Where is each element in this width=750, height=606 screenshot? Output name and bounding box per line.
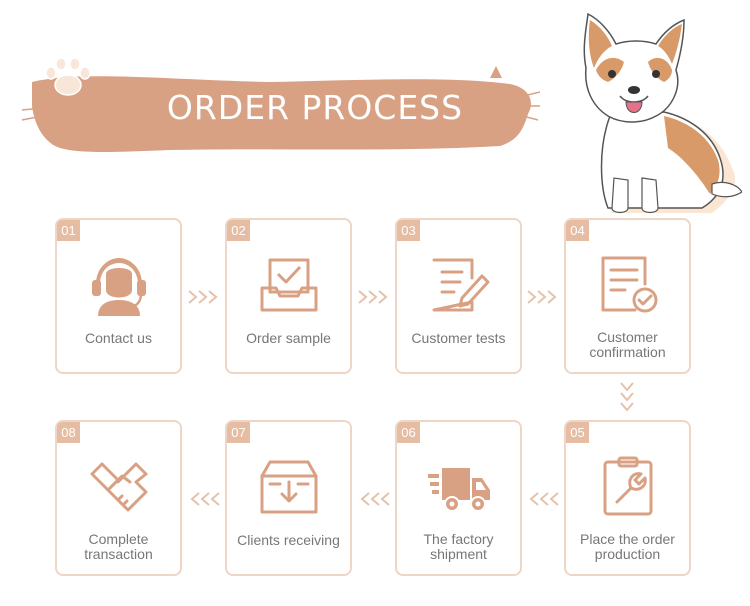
headset-icon: [88, 254, 150, 316]
step-card-02: 02 Order sample: [225, 218, 352, 374]
step-label: Customer tests: [397, 331, 520, 346]
step-number: 03: [397, 220, 420, 241]
step-number: 07: [227, 422, 250, 443]
step-card-01: 01 Contact us: [55, 218, 182, 374]
step-number: 06: [397, 422, 420, 443]
box-download-icon: [258, 456, 320, 518]
step-label-line2: transaction: [57, 547, 180, 562]
corgi-dog-illustration: [572, 8, 742, 223]
step-label-line1: Complete: [57, 532, 180, 547]
handshake-icon: [88, 456, 150, 518]
step-label-line1: Place the order: [566, 532, 689, 547]
step-label-line2: confirmation: [566, 345, 689, 360]
step-card-08: 08 Complete transaction: [55, 420, 182, 576]
chevron-right-icon: [187, 288, 221, 306]
document-pen-icon: [428, 254, 490, 316]
step-label-line2: shipment: [397, 547, 520, 562]
document-check-icon: [597, 254, 659, 316]
step-number: 05: [566, 422, 589, 443]
title-banner: ORDER PROCESS: [20, 62, 540, 162]
chevron-right-icon: [357, 288, 391, 306]
step-card-06: 06 The factory shipment: [395, 420, 522, 576]
clipboard-wrench-icon: [597, 456, 659, 518]
chevron-left-icon: [357, 490, 391, 508]
inbox-check-icon: [258, 254, 320, 316]
step-card-04: 04 Customer confirmation: [564, 218, 691, 374]
delivery-truck-icon: [428, 456, 490, 518]
chevron-right-icon: [526, 288, 560, 306]
step-number: 04: [566, 220, 589, 241]
chevron-left-icon: [526, 490, 560, 508]
step-number: 02: [227, 220, 250, 241]
chevron-left-icon: [187, 490, 221, 508]
step-number: 08: [57, 422, 80, 443]
paw-print-icon: [42, 56, 94, 98]
step-label-line2: production: [566, 547, 689, 562]
step-label-line1: Customer: [566, 330, 689, 345]
step-label: Clients receiving: [227, 533, 350, 548]
step-label: Order sample: [227, 331, 350, 346]
step-number: 01: [57, 220, 80, 241]
chevron-down-icon: [618, 381, 636, 413]
step-card-03: 03 Customer tests: [395, 218, 522, 374]
step-label: Contact us: [57, 331, 180, 346]
step-label-line1: The factory: [397, 532, 520, 547]
banner-title: ORDER PROCESS: [150, 88, 480, 127]
step-card-07: 07 Clients receiving: [225, 420, 352, 576]
step-card-05: 05 Place the order production: [564, 420, 691, 576]
